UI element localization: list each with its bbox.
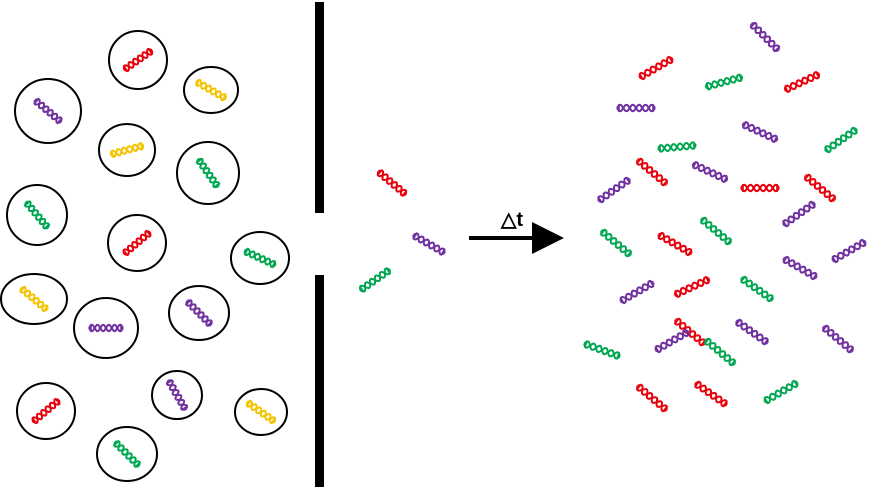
dna-strand: [616, 103, 656, 113]
capsule: [183, 66, 239, 114]
dna-strand: [243, 247, 277, 269]
dna-strand: [376, 169, 408, 197]
dna-strand: [122, 229, 152, 257]
dna-strand: [763, 379, 799, 405]
dna-strand: [782, 255, 818, 281]
capsule: [108, 30, 168, 90]
capsule: [151, 370, 203, 420]
dna-strand: [831, 238, 867, 264]
dna-strand: [597, 176, 631, 204]
dna-strand: [112, 439, 142, 469]
capsule: [98, 123, 156, 177]
dna-strand: [195, 157, 221, 189]
capsule: [96, 426, 158, 482]
dna-strand: [412, 232, 446, 256]
capsule: [16, 382, 76, 440]
dna-strand: [691, 160, 729, 184]
dna-strand: [195, 78, 227, 102]
dna-strand: [619, 279, 655, 305]
capsule: [230, 231, 290, 285]
dna-strand: [699, 216, 733, 246]
capsule: [6, 184, 68, 246]
dna-strand: [599, 228, 633, 258]
dna-strand: [165, 379, 189, 411]
dna-strand: [703, 337, 737, 367]
capsule: [0, 273, 68, 325]
dna-strand: [657, 141, 697, 153]
dna-strand: [654, 328, 690, 354]
dna-strand: [109, 142, 145, 158]
dna-strand: [583, 340, 621, 360]
dna-strand: [783, 70, 821, 94]
dna-strand: [23, 200, 51, 230]
capsule: [73, 297, 139, 359]
dna-strand: [673, 275, 711, 299]
capsule: [14, 78, 82, 144]
dna-strand: [358, 267, 392, 293]
dna-strand: [740, 183, 780, 193]
dna-strand: [657, 231, 693, 257]
dna-strand: [704, 73, 744, 91]
dna-strand: [824, 126, 858, 154]
capsule: [176, 141, 240, 205]
dna-strand: [31, 397, 61, 425]
dna-strand: [638, 55, 674, 81]
dna-strand: [803, 173, 837, 203]
capsule: [107, 214, 167, 272]
capsule: [234, 388, 288, 436]
time-arrow-label: △t: [500, 209, 523, 231]
dna-strand: [19, 285, 49, 313]
released-dna-group: [583, 21, 867, 413]
barrier-upper-wall: [315, 2, 324, 213]
dna-strand: [821, 324, 855, 354]
dna-strand: [122, 47, 154, 73]
dna-strand: [741, 120, 779, 144]
dna-strand: [673, 317, 707, 347]
passing-dna-group: [358, 169, 446, 293]
dna-strand: [740, 275, 774, 303]
dna-strand: [88, 323, 124, 333]
dna-strand: [694, 380, 728, 408]
barrier-lower-wall: [315, 275, 324, 487]
dna-strand: [635, 383, 669, 413]
dna-strand: [782, 200, 816, 228]
dna-strand: [635, 157, 669, 187]
capsule: [168, 285, 230, 341]
dna-strand: [33, 97, 63, 125]
encapsulated-dna-group: [0, 30, 290, 482]
dna-strand: [735, 318, 769, 346]
dna-strand: [184, 298, 214, 328]
dna-strand: [749, 21, 781, 53]
dna-strand: [245, 399, 277, 425]
